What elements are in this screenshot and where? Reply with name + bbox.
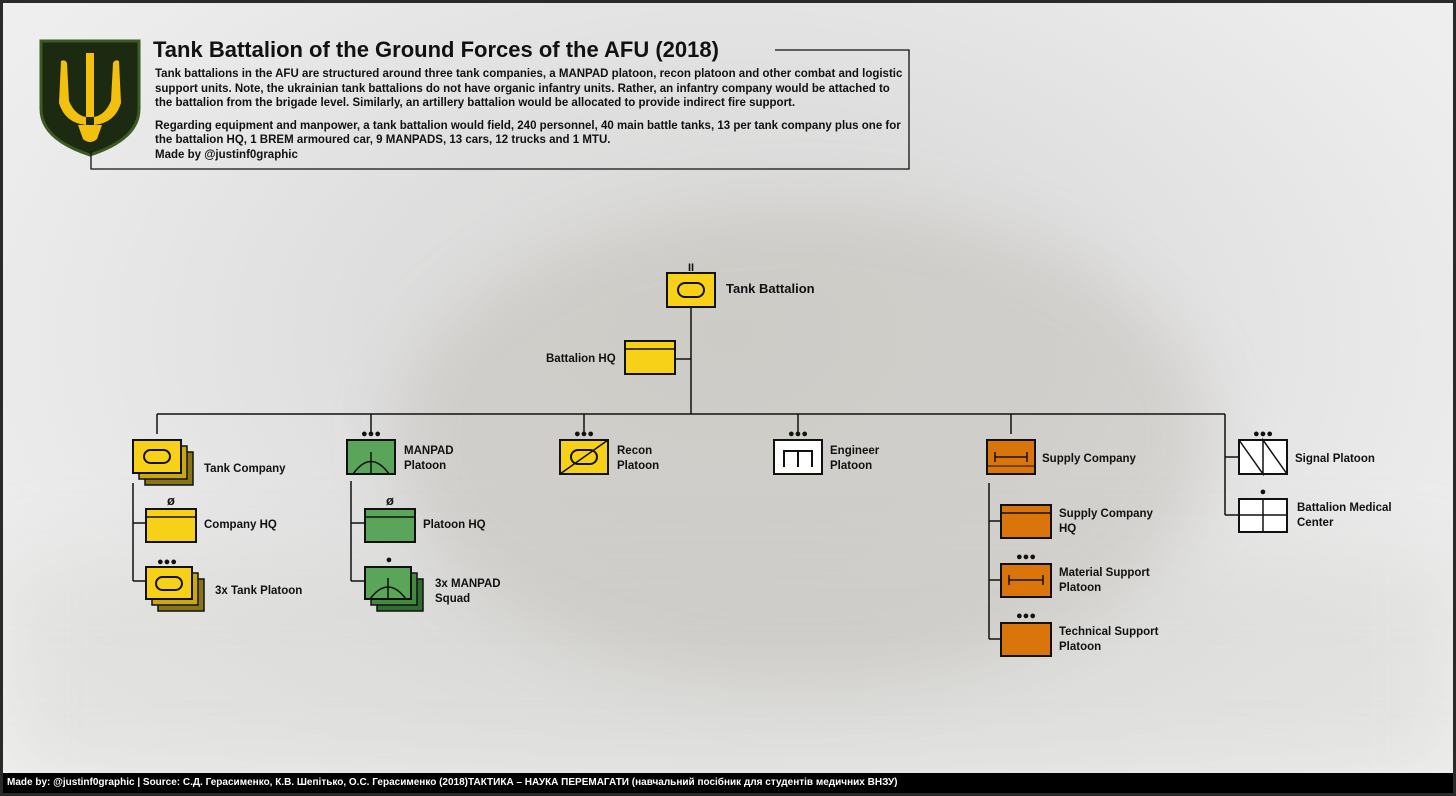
background-ground-shade — [3, 563, 1453, 783]
unit-battalion-hq: Battalion HQ — [546, 340, 676, 375]
unit-signal-platoon: ●●● Signal Platoon — [1238, 428, 1375, 477]
echelon-marker: ●●● — [1016, 551, 1036, 563]
echelon-marker: ø — [386, 493, 394, 508]
unit-label: Supply Company — [1042, 453, 1137, 465]
unit-company-hq: ø Company HQ — [145, 493, 277, 543]
unit-label-line2: HQ — [1059, 523, 1076, 535]
unit-label: 3x Tank Platoon — [215, 585, 302, 597]
unit-recon-platoon: ●●● Recon Platoon — [559, 428, 659, 475]
unit-material-support-platoon: ●●● Material Support Platoon — [1000, 551, 1150, 598]
hq-icon — [624, 340, 676, 375]
unit-label: Tank Company — [204, 463, 286, 475]
unit-label-line2: Platoon — [617, 460, 659, 472]
echelon-marker: ● — [1260, 486, 1267, 498]
unit-manpad-platoon-hq: ø Platoon HQ — [364, 493, 486, 543]
unit-tank-platoon: ●●● 3x Tank Platoon — [145, 556, 302, 612]
hq-icon — [364, 508, 416, 543]
unit-tank-company: Tank Company — [132, 439, 286, 486]
unit-engineer-platoon: ●●● Engineer Platoon — [773, 428, 880, 475]
unit-label: Company HQ — [204, 519, 277, 531]
maintenance-icon — [1000, 622, 1052, 657]
echelon-marker: ● — [386, 554, 393, 566]
credit-text: Made by @justinf0graphic — [155, 148, 298, 161]
unit-label-line1: Battalion Medical — [1297, 502, 1392, 514]
unit-label-line1: Material Support — [1059, 567, 1150, 579]
unit-label-line1: 3x MANPAD — [435, 578, 501, 590]
echelon-marker: ●●● — [157, 556, 177, 568]
unit-label-line1: Technical Support — [1059, 626, 1159, 638]
description-paragraph-2-text: Regarding equipment and manpower, a tank… — [155, 119, 901, 147]
unit-label-line1: Engineer — [830, 445, 880, 457]
unit-technical-support-platoon: ●●● Technical Support Platoon — [1000, 610, 1159, 657]
unit-label-line2: Platoon — [404, 460, 446, 472]
unit-label-line2: Center — [1297, 517, 1334, 529]
echelon-marker: ●●● — [361, 428, 381, 440]
armor-icon — [666, 272, 716, 308]
org-chart: II Tank Battalion Battalion HQ Tank Comp… — [90, 49, 1392, 657]
echelon-marker: ●●● — [788, 428, 808, 440]
echelon-marker: ø — [167, 493, 175, 508]
unit-label-line1: MANPAD — [404, 445, 454, 457]
echelon-marker: ●●● — [574, 428, 594, 440]
unit-label-line2: Platoon — [1059, 641, 1101, 653]
echelon-marker: ●●● — [1016, 610, 1036, 622]
unit-label: Platoon HQ — [423, 519, 486, 531]
unit-label-line2: Platoon — [830, 460, 872, 472]
hq-icon — [145, 508, 197, 543]
unit-label: Tank Battalion — [726, 281, 815, 296]
description: Tank battalions in the AFU are structure… — [155, 67, 905, 162]
hq-icon — [1000, 504, 1052, 539]
unit-label: Signal Platoon — [1295, 453, 1375, 465]
source-footer: Made by: @justinf0graphic | Source: С.Д.… — [3, 773, 1453, 793]
unit-supply-company-hq: Supply Company HQ — [1000, 504, 1154, 539]
unit-label: Battalion HQ — [546, 353, 616, 365]
description-paragraph-2: Regarding equipment and manpower, a tank… — [155, 119, 905, 163]
unit-label-line2: Squad — [435, 593, 470, 605]
connector-lines — [132, 308, 1239, 640]
armor-icon — [132, 439, 182, 474]
unit-tank-battalion: II Tank Battalion — [666, 262, 815, 308]
unit-supply-company: Supply Company — [986, 439, 1137, 475]
unit-manpad-squad: ● 3x MANPAD Squad — [364, 554, 501, 612]
unit-label-line2: Platoon — [1059, 582, 1101, 594]
unit-label-line1: Supply Company — [1059, 508, 1154, 520]
unit-label-line1: Recon — [617, 445, 652, 457]
echelon-marker: II — [688, 262, 694, 274]
unit-manpad-platoon: ●●● MANPAD Platoon — [346, 428, 454, 475]
header-bracket — [90, 49, 910, 170]
unit-battalion-medical-center: ● Battalion Medical Center — [1238, 486, 1392, 533]
description-paragraph-1: Tank battalions in the AFU are structure… — [155, 68, 903, 109]
echelon-marker: ●●● — [1253, 428, 1273, 440]
trident-emblem-icon — [39, 39, 141, 157]
page-title: Tank Battalion of the Ground Forces of t… — [153, 37, 719, 62]
armor-icon — [145, 566, 193, 600]
